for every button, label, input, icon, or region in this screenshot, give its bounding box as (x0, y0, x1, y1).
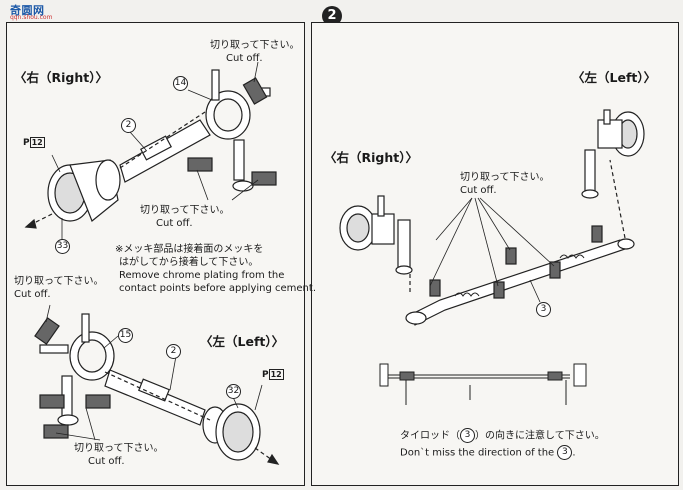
part-number-14: 14 (173, 76, 188, 91)
cut-off-en-3: Cut off. (14, 289, 51, 300)
part-number-3: 3 (536, 302, 551, 317)
right-side-hub (339, 195, 413, 275)
cut-off-en-5: Cut off. (460, 185, 497, 196)
tierod-note-part-3-en: 3 (557, 445, 573, 460)
right-label-top: 〈右（Right）〉 (14, 70, 108, 85)
step-number-badge: 2 (322, 6, 342, 26)
site-logo-url: qqn.shou.com (10, 14, 53, 21)
overview-tierod (379, 363, 587, 405)
part-number-2-bottom: 2 (166, 344, 181, 359)
left-label-right-panel: 〈左（Left）〉 (572, 70, 657, 85)
part-number-32: 32 (226, 384, 241, 399)
tierod-note-part-3-jp: 3 (460, 428, 475, 443)
chrome-note-jp-1: ※メッキ部品は接着面のメッキを (115, 244, 264, 255)
part-number-15: 15 (118, 328, 133, 343)
right-panel-tierod (311, 22, 679, 486)
shaft-part-2 (119, 119, 211, 183)
cut-off-jp-3: 切り取って下さい。 (14, 276, 104, 287)
tierod-note-en: Don`t miss the direction of the 3. (400, 445, 576, 460)
cut-off-jp-2: 切り取って下さい。 (140, 205, 230, 216)
chrome-note-en-2: contact points before applying cement. (119, 283, 316, 294)
chrome-note-en-1: Remove chrome plating from the (119, 270, 285, 281)
cut-off-jp-4: 切り取って下さい。 (74, 443, 164, 454)
part-number-33: 33 (55, 239, 70, 254)
tie-rod-part-3 (405, 159, 635, 326)
cut-off-en-4: Cut off. (88, 456, 125, 467)
site-logo: 奇圆网 (10, 4, 45, 17)
chrome-note-jp-2: はがしてから接着して下さい。 (119, 257, 259, 268)
part-number-2-top: 2 (121, 118, 136, 133)
cut-off-jp-1: 切り取って下さい。 (210, 40, 300, 51)
right-hub-assembly (24, 69, 277, 229)
left-side-hub (581, 109, 645, 199)
cut-off-en-1: Cut off. (226, 53, 263, 64)
right-label-right-panel: 〈右（Right）〉 (324, 150, 418, 165)
left-hub-assembly (34, 313, 280, 465)
tierod-note-jp: タイロッド（3）の向きに注意して下さい。 (400, 428, 605, 443)
left-label-bottom: 〈左（Left）〉 (200, 334, 285, 349)
cut-off-jp-5: 切り取って下さい。 (460, 172, 550, 183)
cut-off-en-2: Cut off. (156, 218, 193, 229)
